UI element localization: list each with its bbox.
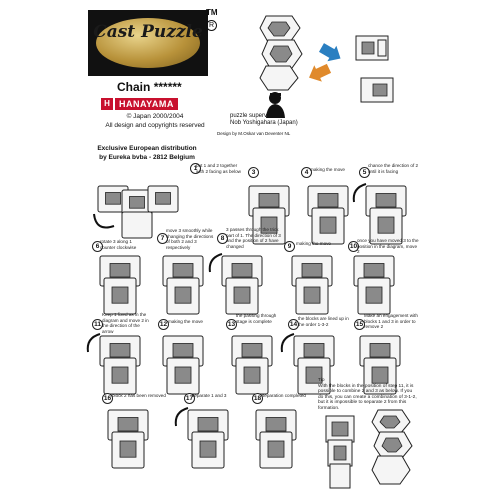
step-10-diagram-icon bbox=[353, 255, 395, 315]
rights-line: All design and copyrights reserved bbox=[105, 122, 205, 129]
tip-text: With the blocks in the position of step … bbox=[318, 383, 417, 411]
step-13-number: 13 bbox=[226, 319, 237, 330]
tip-title: Tip bbox=[318, 378, 325, 383]
supervisor-line-2: Nob Yoshigahara (Japan) bbox=[230, 120, 298, 126]
step-12-diagram-icon bbox=[162, 335, 204, 395]
step-13-note: the passing through stage is complete bbox=[236, 313, 277, 324]
trademark-symbol: TM bbox=[206, 8, 218, 17]
step-1-number: 1 bbox=[190, 163, 201, 174]
step-15-note: Make an engagement with blocks 1 and 3 i… bbox=[364, 313, 418, 330]
step-1-diagram-icon bbox=[93, 185, 179, 239]
step-10-number: 10 bbox=[348, 241, 359, 252]
block-top-icon bbox=[355, 35, 389, 61]
supervisor-line-1: puzzle supervisor bbox=[230, 113, 277, 119]
blue-arrow-icon bbox=[318, 43, 341, 62]
logo-oval bbox=[96, 18, 200, 68]
block-bottom-icon bbox=[360, 77, 394, 103]
registered-symbol: R bbox=[206, 20, 217, 31]
step-7-note: move 3 smoothly while changing the direc… bbox=[166, 228, 214, 250]
logo-text: Cast Puzzle bbox=[93, 22, 203, 42]
designer-credit: Design by M.Oskar van Deventer NL bbox=[217, 131, 291, 136]
step-18-number: 18 bbox=[252, 393, 263, 404]
step-12-note: making the move bbox=[168, 319, 203, 324]
tip-block: Tip With the blocks in the position of s… bbox=[318, 378, 418, 412]
step-16-note: block 2 has been removed bbox=[112, 393, 166, 398]
step-10-note: once you have moved 3 to the position in… bbox=[357, 238, 419, 255]
step-9-diagram-icon bbox=[291, 255, 333, 315]
step-3-number: 3 bbox=[248, 167, 259, 178]
puzzle-title: Chain ****** bbox=[117, 80, 182, 94]
step-13-diagram-icon bbox=[231, 335, 273, 395]
distribution-block: Exclusive European distribution by Eurek… bbox=[92, 144, 202, 162]
step-6-note: rotate 3 along 1 counter clockwise bbox=[100, 239, 137, 250]
step-8-diagram-icon bbox=[208, 253, 263, 315]
step-11-number: 11 bbox=[92, 319, 103, 330]
tip-diagram-b-icon bbox=[371, 409, 413, 485]
step-6-diagram-icon bbox=[99, 255, 141, 315]
tip-diagram-a-icon bbox=[325, 415, 355, 489]
step-18-diagram-icon bbox=[255, 409, 297, 469]
step-18-note: separation completed bbox=[262, 393, 306, 398]
cast-puzzle-logo: Cast Puzzle bbox=[88, 10, 208, 76]
step-3-diagram-icon bbox=[248, 185, 290, 245]
step-17-note: separate 1 and 3 bbox=[192, 393, 227, 398]
step-12-number: 12 bbox=[158, 319, 169, 330]
step-5-number: 5 bbox=[359, 167, 370, 178]
hanayama-logo: H HANAYAMA bbox=[101, 97, 211, 110]
difficulty-stars: ****** bbox=[153, 80, 182, 94]
step-8-number: 8 bbox=[217, 233, 228, 244]
step-17-number: 17 bbox=[184, 393, 195, 404]
step-11-note: Keep 1 fixed as in the diagram and move … bbox=[102, 312, 149, 334]
step-5-diagram-icon bbox=[352, 183, 407, 245]
step-11-diagram-icon bbox=[86, 333, 141, 395]
distribution-line-1: Exclusive European distribution bbox=[97, 145, 197, 152]
chain-puzzle-hero-icon bbox=[259, 15, 303, 91]
step-5-note: chance the direction of 2 until it is fa… bbox=[368, 163, 419, 174]
step-15-number: 15 bbox=[354, 319, 365, 330]
hanayama-name: HANAYAMA bbox=[115, 97, 178, 110]
step-14-diagram-icon bbox=[280, 333, 335, 395]
supervisor-silhouette-icon bbox=[266, 92, 285, 118]
step-16-number: 16 bbox=[102, 393, 113, 404]
step-8-note: 3 passes through the trick part of 1. Th… bbox=[226, 227, 281, 249]
step-7-number: 7 bbox=[157, 233, 168, 244]
step-14-number: 14 bbox=[288, 319, 299, 330]
supervisor-block: puzzle supervisor Nob Yoshigahara (Japan… bbox=[230, 113, 298, 127]
step-14-note: the blocks are lined up in the order 1-3… bbox=[298, 316, 349, 327]
step-9-number: 9 bbox=[284, 241, 295, 252]
step-6-number: 6 bbox=[92, 241, 103, 252]
step-4-note: making the move bbox=[310, 167, 345, 172]
distribution-line-2: by Eureka bvba - 2812 Belgium bbox=[99, 154, 195, 161]
step-9-note: making the move bbox=[296, 241, 331, 246]
step-4-number: 4 bbox=[301, 167, 312, 178]
step-1-note: put 1 and 2 together with 2 facing as be… bbox=[196, 163, 241, 174]
hanayama-mark-icon: H bbox=[101, 97, 113, 110]
orange-arrow-icon bbox=[309, 63, 332, 82]
step-17-diagram-icon bbox=[174, 407, 229, 469]
step-4-diagram-icon bbox=[307, 185, 349, 245]
copyright-block: © Japan 2000/2004 All design and copyrig… bbox=[95, 112, 215, 130]
step-16-diagram-icon bbox=[107, 409, 149, 469]
copyright-line: © Japan 2000/2004 bbox=[126, 113, 184, 120]
puzzle-name: Chain bbox=[117, 80, 151, 94]
step-7-diagram-icon bbox=[162, 255, 204, 315]
step-15-diagram-icon bbox=[359, 335, 401, 395]
